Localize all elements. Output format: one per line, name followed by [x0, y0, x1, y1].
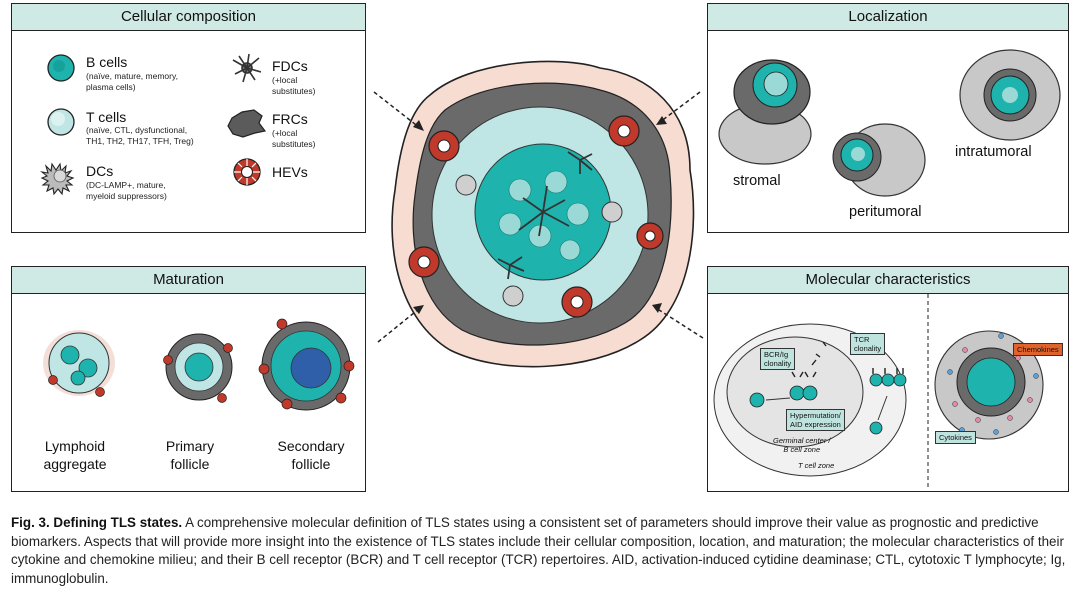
frcs-detail: (+local substitutes)	[272, 128, 316, 149]
panel-localization: Localization	[707, 3, 1069, 233]
b-cell-follicle	[474, 143, 612, 281]
tls-halo	[391, 60, 695, 368]
t-cells-label: T cells	[86, 109, 127, 125]
primary-follicle-label: Primary follicle	[165, 438, 215, 472]
caption-label: Fig. 3. Defining TLS states.	[11, 515, 183, 530]
panel-title: Molecular characteristics	[708, 267, 1068, 294]
panel-cellular-composition: Cellular composition	[11, 3, 366, 233]
panel-title: Maturation	[12, 267, 365, 294]
chemokines-box: Chemokines	[1013, 343, 1063, 356]
b-cells-label: B cells	[86, 54, 128, 70]
hypermutation-box: Hypermutation/ AID expression	[786, 409, 845, 431]
frcs-label: FRCs	[272, 111, 308, 127]
t-cell-zone-label: T cell zone	[798, 461, 835, 470]
intratumoral-label: intratumoral	[955, 144, 1032, 160]
frc-layer	[412, 82, 672, 346]
lymphoid-aggregate-label: Lymphoid aggregate	[43, 438, 107, 472]
cytokines-box: Cytokines	[935, 431, 976, 444]
t-cells-detail: (naïve, CTL, dysfunctional, TH1, TH2, TH…	[86, 125, 194, 146]
tcr-clonality-box: TCR clonality	[850, 333, 886, 355]
hev-vessels	[408, 115, 664, 318]
t-cell-zone	[431, 106, 649, 324]
peritumoral-label: peritumoral	[849, 204, 922, 220]
secondary-follicle-label: Secondary follicle	[277, 438, 345, 472]
panel-title: Localization	[708, 4, 1068, 31]
stromal-label: stromal	[733, 173, 781, 189]
connector-arrows	[373, 91, 704, 343]
panel-title: Cellular composition	[12, 4, 365, 31]
dcs-detail: (DC-LAMP+, mature, myeloid suppressors)	[86, 180, 167, 201]
germinal-center-label: Germinal center / B cell zone	[773, 436, 831, 454]
panel-molecular-characteristics: Molecular characteristics	[707, 266, 1069, 492]
b-cells-detail: (naïve, mature, memory, plasma cells)	[86, 71, 178, 92]
fdc-network	[497, 151, 593, 280]
dendritic-cells	[455, 174, 623, 307]
fdcs-detail: (+local substitutes)	[272, 75, 316, 96]
hevs-label: HEVs	[272, 164, 308, 180]
figure-caption: Fig. 3. Defining TLS states. A comprehen…	[11, 514, 1071, 588]
dcs-label: DCs	[86, 163, 114, 179]
caption-text: A comprehensive molecular definition of …	[11, 515, 1066, 586]
fdcs-label: FDCs	[272, 58, 308, 74]
bcr-clonality-box: BCR/Ig clonality	[760, 348, 796, 370]
